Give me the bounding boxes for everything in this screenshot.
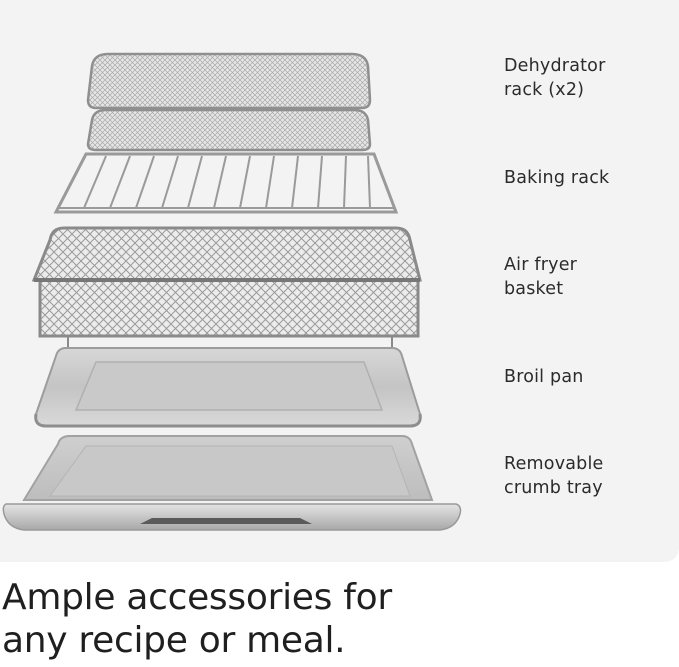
- label-broil-pan: Broil pan: [504, 367, 584, 387]
- label-dehydrator-rack: Dehydrator rack (x2): [504, 56, 606, 100]
- accessories-illustration: [2, 52, 462, 531]
- baking-rack-illustration: [53, 152, 399, 214]
- headline: Ample accessories for any recipe or meal…: [2, 577, 392, 661]
- dehydrator-rack-bottom-illustration: [86, 108, 372, 152]
- label-air-fryer-basket: Air fryer basket: [504, 255, 578, 299]
- dehydrator-rack-top-illustration: [86, 52, 372, 110]
- label-crumb-tray: Removable crumb tray: [504, 454, 604, 498]
- broil-pan-illustration: [34, 347, 422, 428]
- label-baking-rack: Baking rack: [504, 168, 610, 188]
- air-fryer-basket-illustration: [31, 226, 422, 348]
- crumb-tray-illustration: [2, 435, 462, 531]
